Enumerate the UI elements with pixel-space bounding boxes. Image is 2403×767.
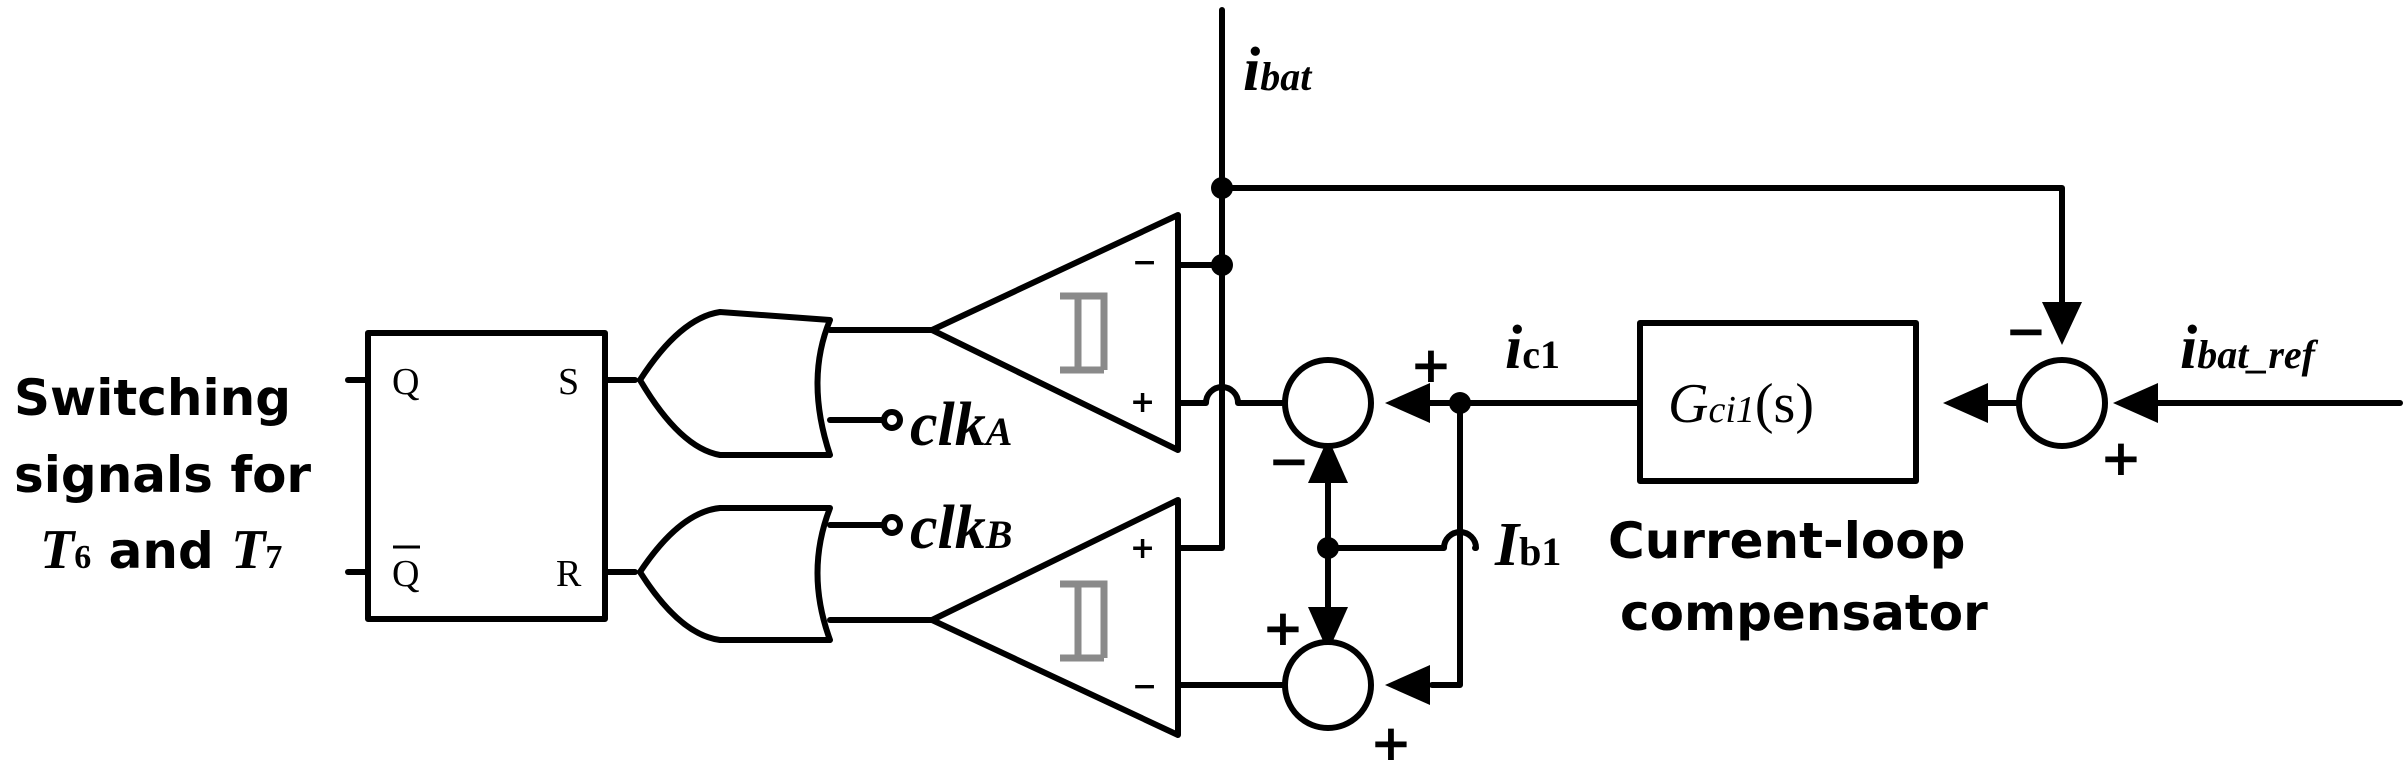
junction-ic1 <box>1449 392 1471 414</box>
or-gate-a <box>637 309 833 458</box>
ref-summer-plus-sign: + <box>2100 429 2142 487</box>
arrow-into-top-summer-right <box>1385 383 1430 423</box>
ibat-feedback-line <box>1219 185 2065 321</box>
compensator-label-line2: compensator <box>1620 584 1988 642</box>
ibat-line <box>1175 7 1225 551</box>
top-summer-out-line <box>1175 384 1286 406</box>
ff-q-label: Q <box>392 361 419 403</box>
clk-a-bubble <box>881 409 903 431</box>
arrow-into-ref-summer-right <box>2113 383 2158 423</box>
clk-a-label: clkA <box>910 391 1012 459</box>
comparator-a <box>929 212 1181 453</box>
ff-qbar-label: Q <box>392 553 419 595</box>
hysteresis-icon-a <box>1060 292 1108 374</box>
arrow-into-top-summer-bottom <box>1308 438 1348 483</box>
junction-ib1 <box>1317 537 1339 559</box>
ref-summer <box>2016 357 2108 449</box>
ibat-ref-label: ibat_ref <box>2180 314 2319 382</box>
switching-label-line2: signals for <box>14 446 311 504</box>
bottom-summer-plus-sign-top: + <box>1262 599 1304 657</box>
comp-a-plus-sign: + <box>1130 385 1155 420</box>
comp-a-minus-sign: − <box>1132 245 1157 280</box>
gci1-label: Gci1(s) <box>1668 373 1814 435</box>
gci1-block <box>1637 320 1919 484</box>
ff-s-label: S <box>558 361 579 403</box>
sr-flipflop <box>365 330 608 622</box>
hysteresis-icon-b <box>1060 580 1108 662</box>
ib1-label: Ib1 <box>1494 511 1561 579</box>
top-summer <box>1282 357 1374 449</box>
comparator-b <box>929 497 1181 738</box>
arrow-into-ref-summer-top <box>2042 302 2082 345</box>
compensator-label-line1: Current-loop <box>1608 512 1965 570</box>
comp-b-minus-sign: − <box>1132 669 1157 704</box>
clk-b-label: clkB <box>910 494 1012 562</box>
top-summer-minus-sign: − <box>1268 432 1310 490</box>
arrow-into-bottom-summer-right <box>1385 665 1430 705</box>
ib1-line <box>1325 529 1479 551</box>
ibat-label: ibat <box>1243 36 1313 104</box>
switching-label-line1: Switching <box>14 369 291 427</box>
clk-b-bubble <box>881 514 903 536</box>
or-gate-b <box>637 505 833 643</box>
bottom-summer <box>1282 639 1374 731</box>
ref-summer-minus-sign: − <box>2005 302 2047 360</box>
ff-r-label: R <box>556 553 582 595</box>
switching-label-line3: T6 and T7 <box>40 519 282 581</box>
ic1-label: ic1 <box>1505 314 1560 382</box>
junction-ibat-top <box>1211 177 1233 199</box>
ic1-line <box>1429 400 1643 688</box>
top-summer-plus-sign: + <box>1410 336 1452 394</box>
comp-b-plus-sign: + <box>1130 531 1155 566</box>
bottom-summer-plus-sign-bottom: + <box>1370 714 1412 767</box>
arrow-into-gci <box>1943 383 1988 423</box>
junction-ibat-comp <box>1211 254 1233 276</box>
arrow-into-bottom-summer-top <box>1308 607 1348 652</box>
